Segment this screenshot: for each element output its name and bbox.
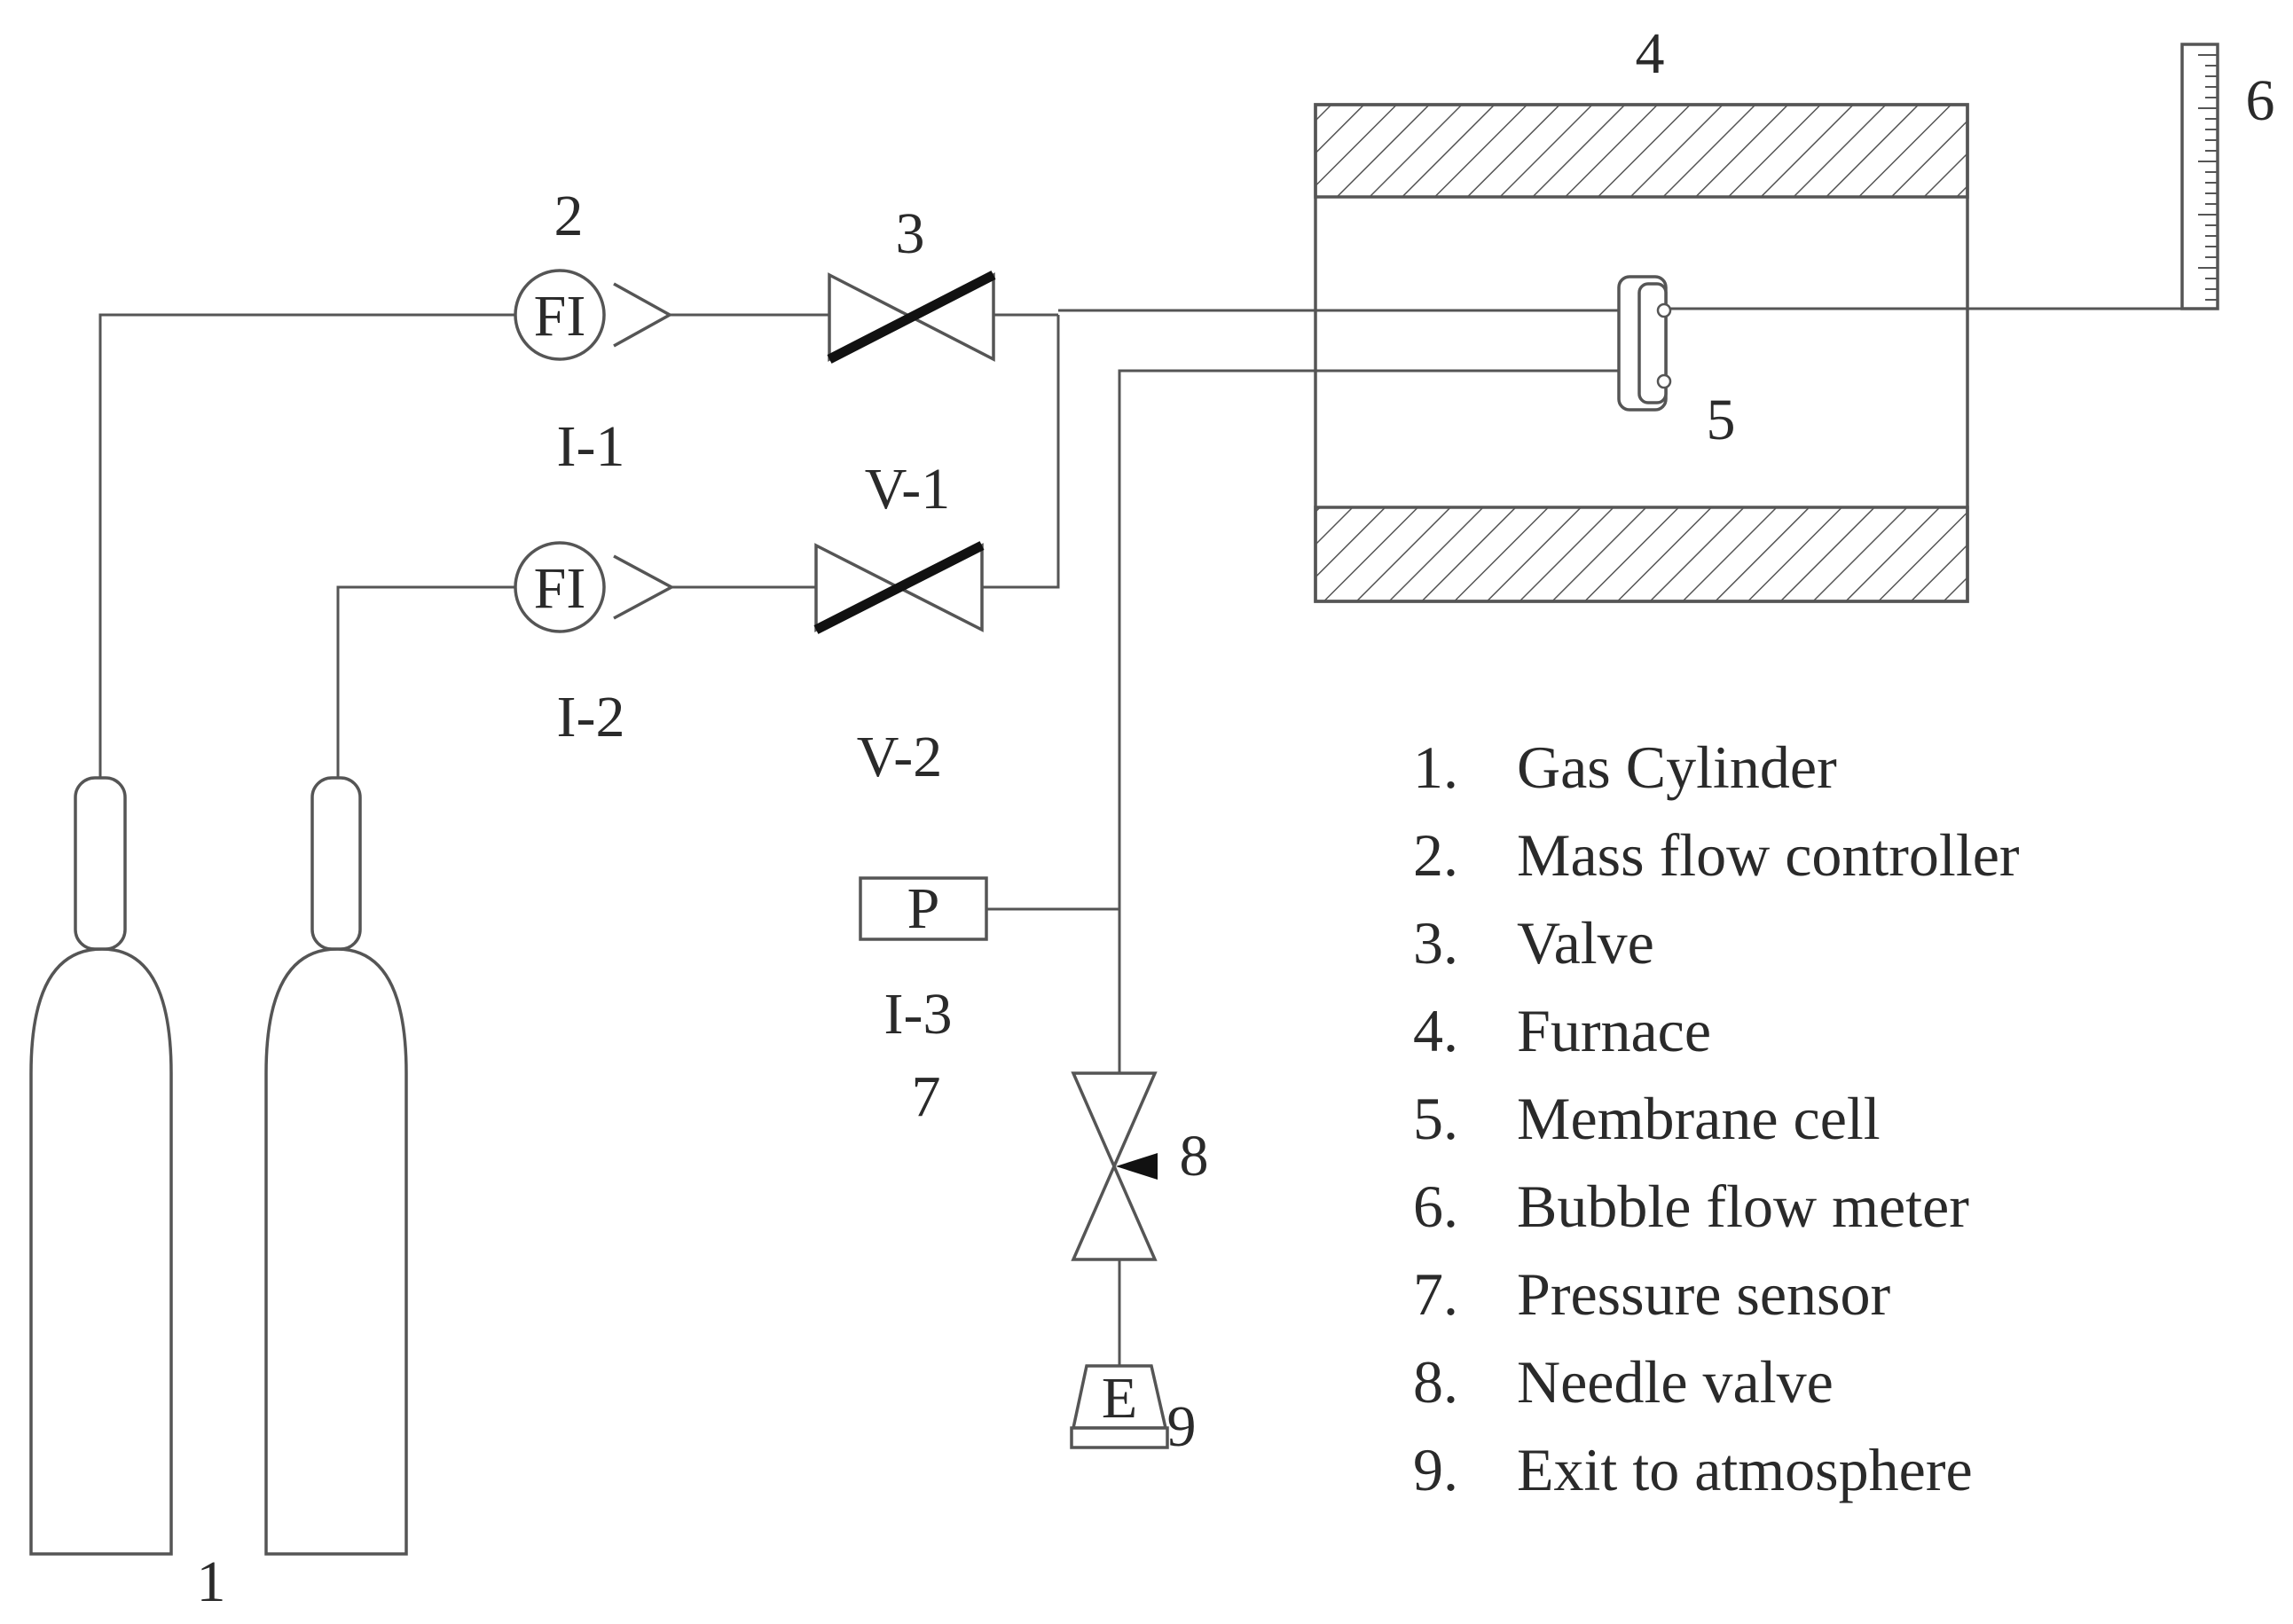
legend-item-text: Needle valve [1517, 1348, 1834, 1416]
legend-item: 8. Needle valve [1413, 1348, 1834, 1416]
legend-item-text: Furnace [1517, 997, 1711, 1064]
label-cylinder: 1 [197, 1549, 226, 1614]
label-exit: 9 [1167, 1394, 1197, 1459]
exit-vent-label: E [1102, 1366, 1137, 1431]
gas-cylinder-2 [264, 776, 408, 1556]
legend-item-text: Exit to atmosphere [1517, 1436, 1973, 1503]
flow-indicator-2-label: FI [534, 556, 586, 621]
legend-item-number: 9. [1413, 1436, 1458, 1503]
legend-item-number: 5. [1413, 1085, 1458, 1152]
legend-item: 9. Exit to atmosphere [1413, 1436, 1973, 1503]
legend-item-number: 2. [1413, 821, 1458, 889]
legend-item: 3. Valve [1413, 909, 1654, 977]
legend-item: 4. Furnace [1413, 997, 1711, 1064]
valve-v1 [827, 271, 996, 364]
legend-item: 2. Mass flow controller [1413, 821, 2020, 889]
legend-item-text: Mass flow controller [1517, 821, 2020, 889]
legend-item-number: 4. [1413, 997, 1458, 1064]
label-furnace: 4 [1636, 21, 1665, 86]
legend: 1. Gas Cylinder 2. Mass flow controller … [1413, 734, 2020, 1503]
needle-valve [1071, 1071, 1158, 1261]
legend-item-number: 1. [1413, 734, 1458, 801]
furnace-heater-top [1314, 103, 1969, 199]
tag-i3: I-3 [884, 982, 953, 1047]
legend-item-number: 8. [1413, 1348, 1458, 1416]
pressure-sensor-label: P [907, 876, 940, 941]
tag-i2: I-2 [557, 685, 625, 749]
legend-item-text: Membrane cell [1517, 1085, 1881, 1152]
exit-vent: E [1070, 1364, 1169, 1449]
gas-cylinder-1 [29, 776, 173, 1556]
legend-item-text: Gas Cylinder [1517, 734, 1837, 801]
legend-item-number: 6. [1413, 1173, 1458, 1240]
valve-outlet-line-2 [982, 315, 1060, 589]
tag-i1: I-1 [557, 414, 625, 479]
legend-item-text: Pressure sensor [1517, 1260, 1891, 1328]
legend-item: 1. Gas Cylinder [1413, 734, 1837, 801]
flow-indicator-1-label: FI [534, 284, 586, 349]
label-mfc: 2 [554, 184, 584, 248]
tag-v1: V-1 [865, 457, 951, 522]
legend-item: 6. Bubble flow meter [1413, 1173, 1969, 1240]
legend-item: 7. Pressure sensor [1413, 1260, 1891, 1328]
legend-item-text: Bubble flow meter [1517, 1173, 1969, 1240]
legend-item-text: Valve [1517, 909, 1654, 977]
tag-v2: V-2 [857, 725, 943, 789]
flow-indicator-2: FI [514, 541, 675, 633]
label-valve: 3 [896, 201, 925, 266]
furnace-heater-bottom [1314, 506, 1969, 603]
flow-indicator-1: FI [514, 269, 673, 361]
label-bubble-meter: 6 [2246, 68, 2275, 133]
legend-item-number: 7. [1413, 1260, 1458, 1328]
bubble-flow-meter [2180, 43, 2219, 310]
legend-item-number: 3. [1413, 909, 1458, 977]
legend-item: 5. Membrane cell [1413, 1085, 1881, 1152]
membrane-cell [1617, 275, 1672, 412]
label-pressure: 7 [912, 1064, 941, 1129]
feed-line-2 [336, 585, 516, 778]
feed-line-1 [98, 313, 516, 778]
valve-v2 [813, 541, 985, 634]
pressure-sensor: P [859, 876, 988, 941]
label-needle: 8 [1180, 1124, 1209, 1189]
label-membrane: 5 [1707, 388, 1736, 452]
